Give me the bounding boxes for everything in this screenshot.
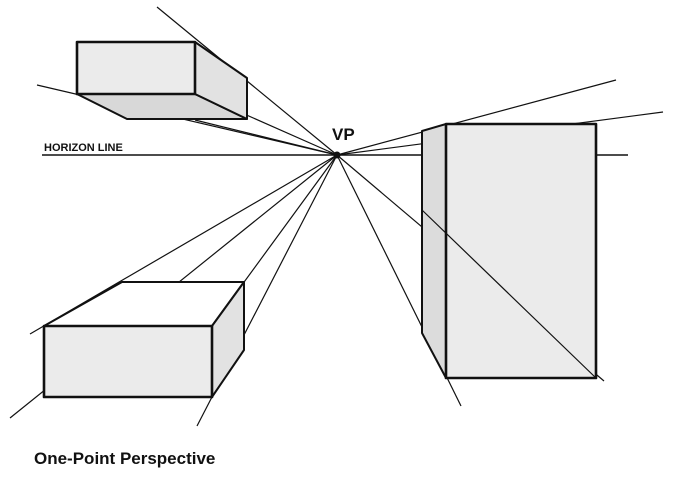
horizon-line-label: HORIZON LINE [44,142,123,154]
convergence-line [336,79,617,156]
vanishing-point-label: VP [332,125,355,144]
vanishing-point-marker [333,151,341,159]
tall-box-front-face [444,122,598,380]
tall-box-diagonal [421,209,597,379]
bottom-box [42,281,245,399]
tall-box-side-face [421,123,447,379]
tall-box [421,122,598,380]
diagram-caption: One-Point Perspective [34,449,216,468]
top-box [75,40,248,120]
bottom-box-front-face [42,324,214,399]
bottom-box-top-face [43,281,245,327]
top-box-front-face [75,40,197,96]
convergence-line [194,119,338,156]
